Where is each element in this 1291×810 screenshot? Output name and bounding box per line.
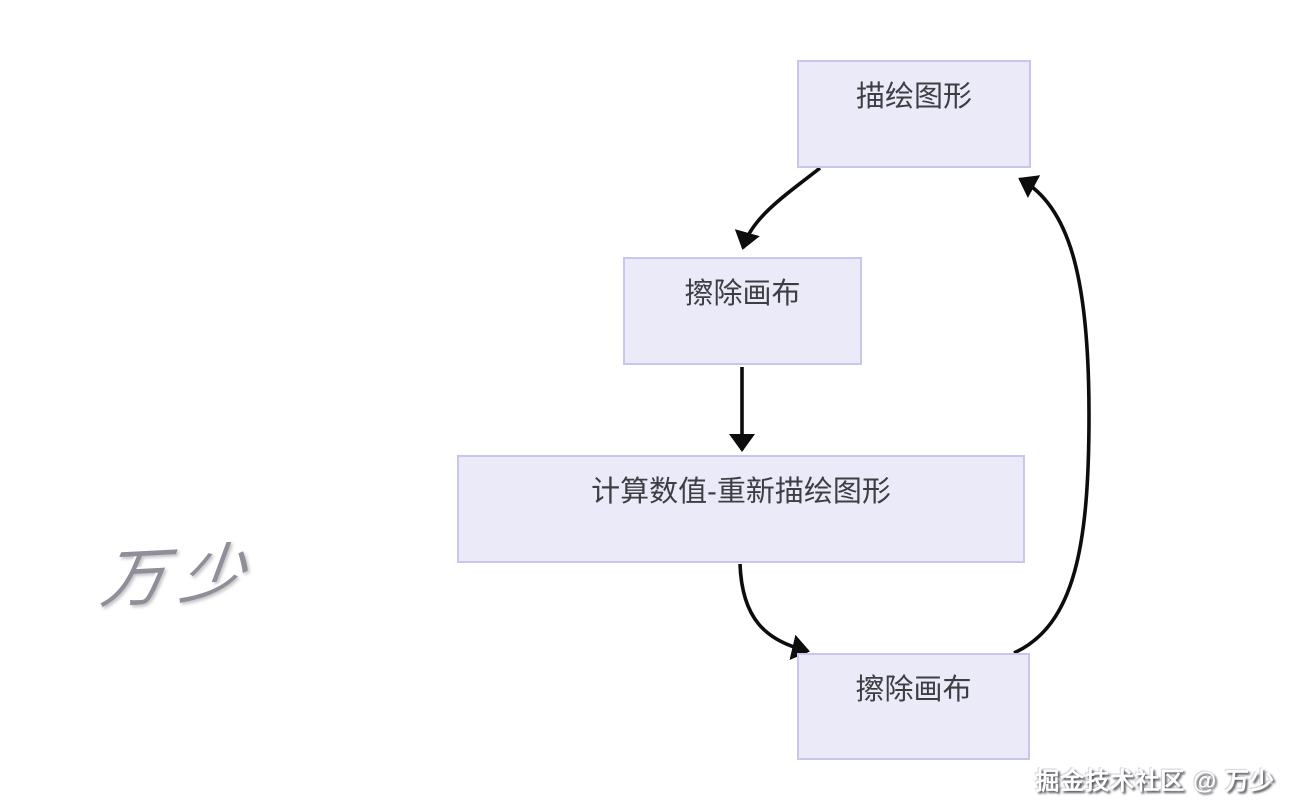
- flow-node-erase-canvas-2: 擦除画布: [797, 653, 1030, 760]
- watermark-community-credit: 掘金技术社区 @ 万少: [1035, 768, 1275, 795]
- edge-erase2-to-draw: [1013, 175, 1091, 655]
- flow-node-label: 计算数值-重新描绘图形: [591, 476, 891, 508]
- flow-node-erase-canvas-1: 擦除画布: [623, 257, 862, 365]
- flow-node-label: 擦除画布: [684, 278, 801, 310]
- flow-node-label: 描绘图形: [855, 81, 972, 113]
- watermark-author-signature: 万少: [96, 535, 264, 619]
- flow-node-label: 擦除画布: [855, 674, 972, 706]
- flow-node-draw-graphics: 描绘图形: [797, 60, 1031, 168]
- edge-calc-to-erase2: [738, 563, 810, 661]
- edge-draw-to-erase1: [734, 166, 822, 250]
- flow-node-calc-redraw: 计算数值-重新描绘图形: [457, 455, 1025, 563]
